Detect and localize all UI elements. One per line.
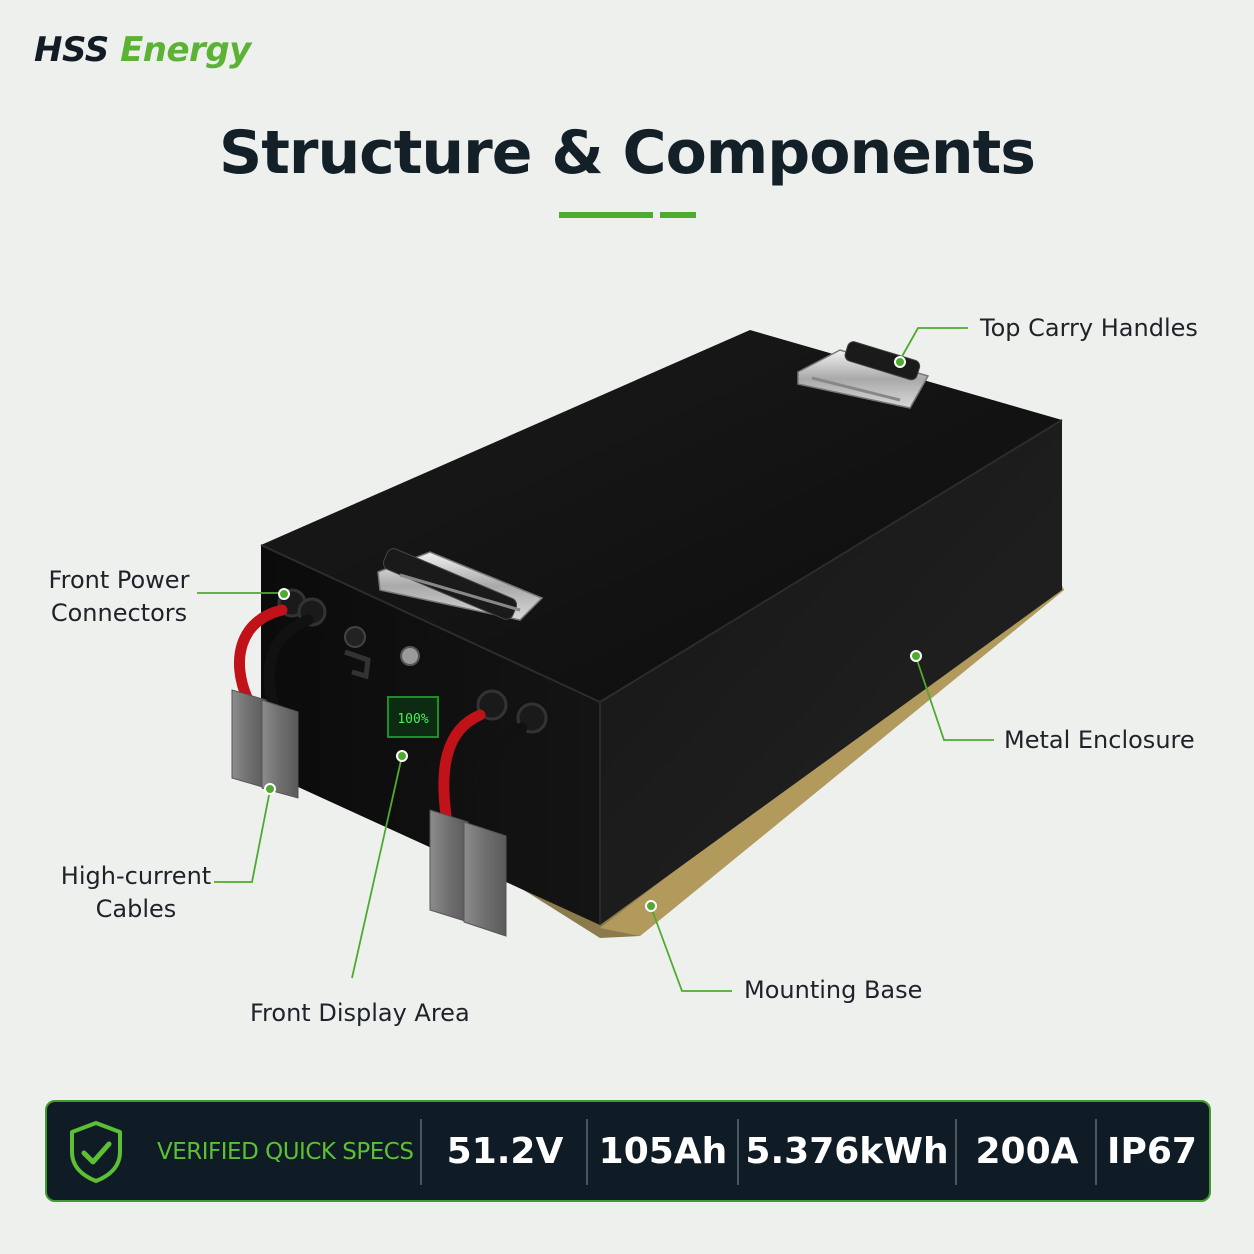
- top-handle-front: [377, 548, 544, 621]
- brand-logo: HSS Energy: [34, 30, 251, 70]
- right-connectors: [429, 689, 548, 937]
- display-readout: 100%: [397, 712, 428, 727]
- title-underline-long: [559, 212, 653, 218]
- battery-side-face: [600, 420, 1062, 925]
- callout-metal-enclosure: Metal Enclosure: [1004, 726, 1195, 754]
- verified-quick-specs-label: VERIFIED QUICK SPECS: [157, 1139, 414, 1165]
- callout-top-carry-handles: Top Carry Handles: [980, 314, 1198, 342]
- leader-cables: [214, 789, 271, 883]
- title-underline-short: [660, 212, 696, 218]
- top-handle-back: [797, 341, 930, 409]
- callout-lines: [197, 327, 994, 992]
- shield-check-icon: [70, 1121, 122, 1183]
- leader-mounting-base: [650, 906, 732, 992]
- front-panel-details: 100%: [344, 626, 439, 738]
- callout-cables-line2: Cables: [95, 895, 177, 923]
- spec-current: 200A: [975, 1131, 1079, 1172]
- spec-divider: [420, 1119, 422, 1185]
- callout-cables-line1: High-current: [60, 862, 212, 890]
- quick-specs-bar: VERIFIED QUICK SPECS 51.2V 105Ah 5.376kW…: [45, 1100, 1211, 1202]
- leader-top-handles: [899, 327, 968, 361]
- spec-energy: 5.376kWh: [745, 1131, 949, 1172]
- callout-front-display-area: Front Display Area: [250, 999, 470, 1027]
- leader-display: [351, 755, 403, 979]
- spec-voltage: 51.2V: [446, 1131, 564, 1172]
- callout-front-power-line1: Front Power: [48, 566, 190, 594]
- battery-box: [260, 330, 1063, 925]
- brand-name-part1: HSS: [34, 30, 109, 70]
- leader-metal-enclosure: [915, 656, 994, 741]
- left-connectors: [231, 588, 327, 799]
- spec-divider: [955, 1119, 957, 1185]
- callout-mounting-base: Mounting Base: [744, 976, 923, 1004]
- callout-high-current-cables: High-current Cables: [52, 860, 220, 926]
- battery-illustration: 100%: [197, 327, 1064, 992]
- spec-rating: IP67: [1107, 1131, 1197, 1172]
- brand-name-part2: Energy: [120, 30, 251, 70]
- battery-top-face: [261, 330, 1062, 702]
- spec-capacity: 105Ah: [598, 1131, 728, 1172]
- spec-divider: [737, 1119, 739, 1185]
- page-title: Structure & Components: [218, 118, 1036, 188]
- spec-divider: [1095, 1119, 1097, 1185]
- callout-front-power-line2: Connectors: [50, 599, 188, 627]
- callout-front-power-connectors: Front Power Connectors: [40, 564, 198, 630]
- spec-divider: [586, 1119, 588, 1185]
- callout-dots: [264, 356, 922, 912]
